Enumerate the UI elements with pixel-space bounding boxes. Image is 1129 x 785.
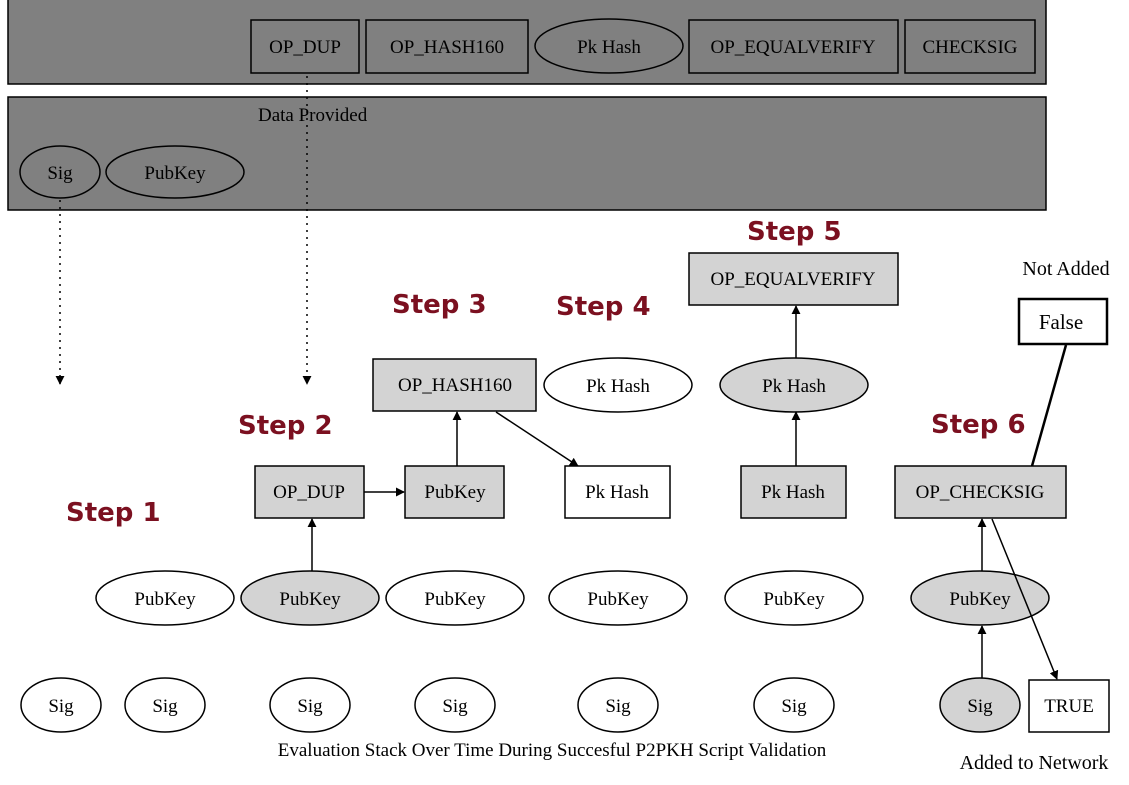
col6-op-checksig-box [894,465,1067,519]
col2-sig: Sig [297,696,323,717]
col5-sig-ellipse [753,677,835,733]
col6-pubkey-ellipse [910,570,1050,626]
arrow-hash160-to-pkhash [495,411,579,467]
arrow-checksig-to-true [991,518,1059,680]
script-checksig-box [904,19,1036,74]
col3-pubkey-box [404,465,505,519]
script-op-dup-box [250,19,360,74]
col4-pkhash-result: Pk Hash [585,482,649,503]
script-pkhash: Pk Hash [577,37,641,58]
step-4-label: Step 4 [556,292,651,322]
col4-sig: Sig [605,696,631,717]
col4-pkhash: Pk Hash [586,376,650,397]
col5-op-equalverify: OP_EQUALVERIFY [710,269,875,290]
col1-sig-a: Sig [48,696,74,717]
col3-pubkey: PubKey [424,482,486,503]
col2-op-dup: OP_DUP [273,482,345,503]
col1-sig-b-ellipse [124,677,206,733]
line-checksig-to-false [1030,344,1068,467]
col4-pkhash-box [564,465,671,519]
col1-sig-a-ellipse [20,677,102,733]
false-label: False [1039,310,1083,334]
col4-sig-ellipse [577,677,659,733]
step-2-label: Step 2 [238,411,333,441]
col4-pkhash-ellipse [543,357,693,413]
col1-sig-b: Sig [152,696,178,717]
col5-pubkey-ellipse [724,570,864,626]
true-label: TRUE [1044,696,1094,717]
script-op-equalverify-box [688,19,899,74]
script-checksig: CHECKSIG [922,37,1017,58]
data-pubkey-ellipse [105,145,245,199]
col2-sig-ellipse [269,677,351,733]
script-op-hash160-box [365,19,529,74]
step-3-label: Step 3 [392,290,487,320]
col3-pubkey-stack-ellipse [385,570,525,626]
true-box [1028,679,1110,733]
added-to-network-label: Added to Network [960,752,1109,774]
step-1-label: Step 1 [66,498,161,528]
col3-sig-ellipse [414,677,496,733]
col3-pubkey-stack: PubKey [424,589,486,610]
col6-sig-ellipse [939,677,1021,733]
col5-pkhash: Pk Hash [762,376,826,397]
col3-sig: Sig [442,696,468,717]
script-pkhash-ellipse [534,18,684,74]
col1-pubkey: PubKey [134,589,196,610]
col5-pubkey: PubKey [763,589,825,610]
col6-sig: Sig [967,696,993,717]
col5-op-equalverify-box [688,252,899,306]
col4-pubkey: PubKey [587,589,649,610]
data-pubkey: PubKey [144,163,206,184]
col2-op-dup-box [254,465,365,519]
col5-pkhash-box [740,465,847,519]
script-op-equalverify: OP_EQUALVERIFY [710,37,875,58]
col2-pubkey: PubKey [279,589,341,610]
data-sig: Sig [47,163,73,184]
col3-op-hash160: OP_HASH160 [398,375,512,396]
col1-pubkey-ellipse [95,570,235,626]
script-op-hash160: OP_HASH160 [390,37,504,58]
false-box [1017,297,1109,346]
step-5-label: Step 5 [747,217,842,247]
col6-op-checksig: OP_CHECKSIG [916,482,1045,503]
script-op-dup: OP_DUP [269,37,341,58]
not-added-label: Not Added [1022,258,1109,280]
col6-pubkey: PubKey [949,589,1011,610]
step-6-label: Step 6 [931,410,1026,440]
data-sig-ellipse [19,145,101,199]
col5-sig: Sig [781,696,807,717]
diagram-caption: Evaluation Stack Over Time During Succes… [278,740,827,761]
col2-pubkey-ellipse [240,570,380,626]
col4-pubkey-ellipse [548,570,688,626]
col5-pkhash-result: Pk Hash [761,482,825,503]
col3-op-hash160-box [372,358,537,412]
data-provided-label: Data Provided [258,105,368,126]
